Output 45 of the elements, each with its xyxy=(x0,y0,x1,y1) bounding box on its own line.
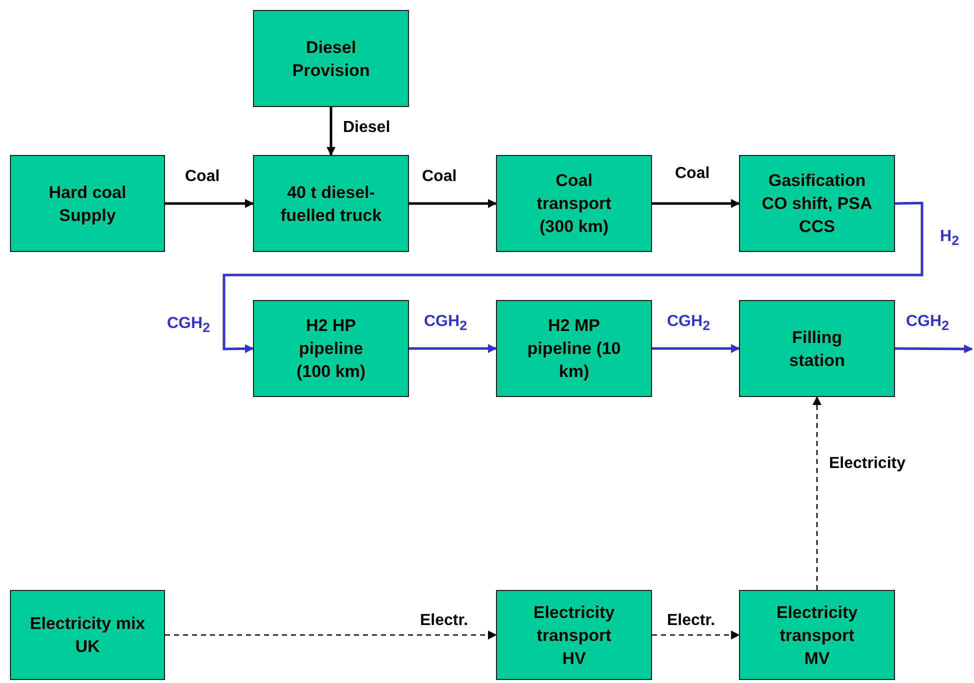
edge-label: Coal xyxy=(422,168,457,186)
process-box xyxy=(496,300,652,397)
process-box xyxy=(10,155,165,252)
edge-label: Electr. xyxy=(667,612,716,630)
node-label: Electricity transport MV xyxy=(775,602,859,670)
edge-label: Coal xyxy=(185,168,220,186)
node-label: Hard coal Supply xyxy=(48,182,128,226)
process-box xyxy=(253,10,409,107)
node-label: H2 MP pipeline (10 km) xyxy=(526,315,622,383)
flow-label: CGH$_{2}$ xyxy=(167,315,210,336)
edge-label: Electricity xyxy=(829,455,906,473)
dashed-arrow xyxy=(165,630,497,640)
arrow xyxy=(652,344,740,353)
node-label: 40 t diesel-fuelled truck xyxy=(279,182,383,226)
node-label: Electricity transport HV xyxy=(532,602,616,670)
process-box xyxy=(253,300,409,397)
edge-label: Coal xyxy=(675,165,710,183)
node-label: Gasification CO shift, PSA CCS xyxy=(760,170,874,238)
arrow xyxy=(165,199,254,208)
node-label: H2 HP pipeline (100 km) xyxy=(296,315,366,383)
dashed-arrow xyxy=(652,630,740,640)
process-box xyxy=(739,300,895,397)
process-box xyxy=(739,155,895,252)
node-label: Diesel Provision xyxy=(291,36,371,82)
dashed-arrow xyxy=(812,396,822,590)
process-box xyxy=(496,155,652,252)
arrow xyxy=(409,344,497,353)
edge-label: CGH$_{2}$ xyxy=(906,313,949,334)
edge-label: Electr. xyxy=(420,612,468,630)
edge-label: CGH$_{2}$ xyxy=(667,313,710,334)
node-label: Coal transport (300 km) xyxy=(536,170,612,238)
node-label: Filling station xyxy=(788,326,846,372)
process-box xyxy=(10,590,165,680)
process-box xyxy=(253,155,409,252)
arrow xyxy=(409,199,497,208)
arrow xyxy=(326,107,336,156)
arrow xyxy=(895,344,973,354)
arrow xyxy=(652,199,740,208)
edge-label: Diesel xyxy=(343,119,390,137)
edge-label: H$_{2}$ xyxy=(940,228,959,248)
edge-label: CGH$_{2}$ xyxy=(424,313,467,334)
process-box xyxy=(496,590,652,680)
arrow xyxy=(222,202,924,354)
node-label: Electricity mix UK xyxy=(28,613,146,658)
process-box xyxy=(739,590,895,680)
